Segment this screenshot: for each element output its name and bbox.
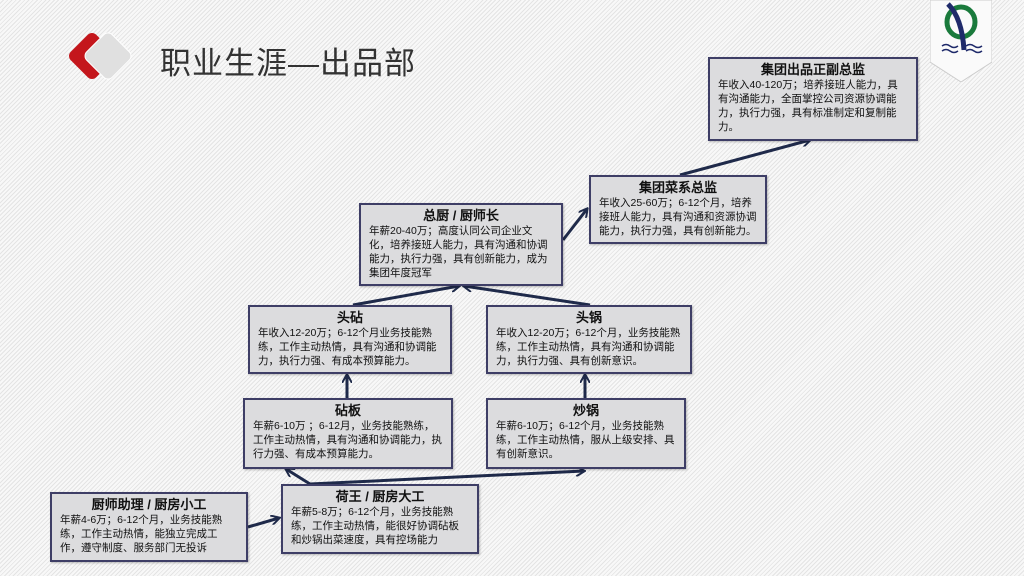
position-desc: 年收入40-120万；培养接班人能力，具有沟通能力，全面掌控公司资源协调能力，执… — [718, 79, 898, 133]
position-title: 集团出品正副总监 — [760, 62, 865, 77]
arrow-lotus-to-wok — [309, 471, 584, 486]
position-lotus-king: 荷王 / 厨房大工 年薪5-8万；6-12个月，业务技能熟练，工作主动热情，能很… — [281, 484, 479, 554]
position-head-cutting: 头砧 年收入12-20万；6-12个月业务技能熟练，工作主动热情，具有沟通和协调… — [248, 305, 452, 374]
position-desc: 年收入12-20万；6-12个月，业务技能熟练，工作主动热情，具有沟通和协调能力… — [496, 327, 681, 367]
position-desc: 年收入12-20万；6-12个月业务技能熟练，工作主动热情，具有沟通和协调能力，… — [258, 327, 437, 367]
position-assistant: 厨师助理 / 厨房小工 年薪4-6万；6-12个月，业务技能熟练，工作主动热情，… — [50, 492, 248, 562]
position-title: 炒锅 — [572, 403, 599, 418]
arrow-cuisine-to-group — [679, 140, 810, 177]
position-cuisine-director: 集团菜系总监 年收入25-60万；6-12个月，培养接班人能力，具有沟通和资源协… — [589, 175, 767, 244]
position-desc: 年收入25-60万；6-12个月，培养接班人能力，具有沟通和资源协调能力，执行力… — [599, 197, 757, 237]
page-title: 职业生涯—出品部 — [160, 46, 416, 81]
arrow-assistant-to-lotus — [247, 518, 279, 529]
arrow-lotus-to-cutting — [286, 469, 311, 486]
position-title: 头砧 — [336, 310, 363, 325]
arrow-headchef-to-cuisine — [561, 209, 587, 241]
position-desc: 年薪6-10万 ；6-12月，业务技能熟练，工作主动热情，具有沟通和协调能力，执… — [253, 420, 442, 460]
logo-icon — [69, 32, 132, 80]
position-title: 集团菜系总监 — [638, 180, 717, 195]
position-desc: 年薪4-6万；6-12个月，业务技能熟练，工作主动热情，能独立完成工作，遵守制度… — [60, 514, 223, 554]
position-title: 头锅 — [575, 310, 602, 325]
position-head-wok: 头锅 年收入12-20万；6-12个月，业务技能熟练，工作主动热情，具有沟通和协… — [486, 305, 692, 374]
position-group-director: 集团出品正副总监 年收入40-120万；培养接班人能力，具有沟通能力，全面掌控公… — [708, 57, 918, 141]
position-title: 厨师助理 / 厨房小工 — [91, 497, 207, 512]
position-desc: 年薪5-8万；6-12个月，业务技能熟练，工作主动热情，能很好协调砧板和炒锅出菜… — [291, 506, 459, 546]
position-head-chef: 总厨 / 厨师长 年薪20-40万；高度认同公司企业文化，培养接班人能力，具有沟… — [359, 203, 563, 286]
position-title: 砧板 — [334, 403, 361, 418]
arrow-headcutting-to-headchef — [352, 286, 459, 307]
position-desc: 年薪20-40万；高度认同公司企业文化，培养接班人能力，具有沟通和协调能力，执行… — [369, 225, 548, 279]
position-cutting-board: 砧板 年薪6-10万 ；6-12月，业务技能熟练，工作主动热情，具有沟通和协调能… — [243, 398, 453, 469]
position-wok: 炒锅 年薪6-10万；6-12个月，业务技能熟练，工作主动热情，服从上级安排、具… — [486, 398, 686, 469]
arrow-headwok-to-headchef — [464, 286, 591, 307]
position-desc: 年薪6-10万；6-12个月，业务技能熟练，工作主动热情，服从上级安排、具有创新… — [496, 420, 675, 460]
company-badge-icon — [930, 0, 992, 82]
position-title: 总厨 / 厨师长 — [423, 208, 499, 223]
position-title: 荷王 / 厨房大工 — [335, 489, 425, 504]
